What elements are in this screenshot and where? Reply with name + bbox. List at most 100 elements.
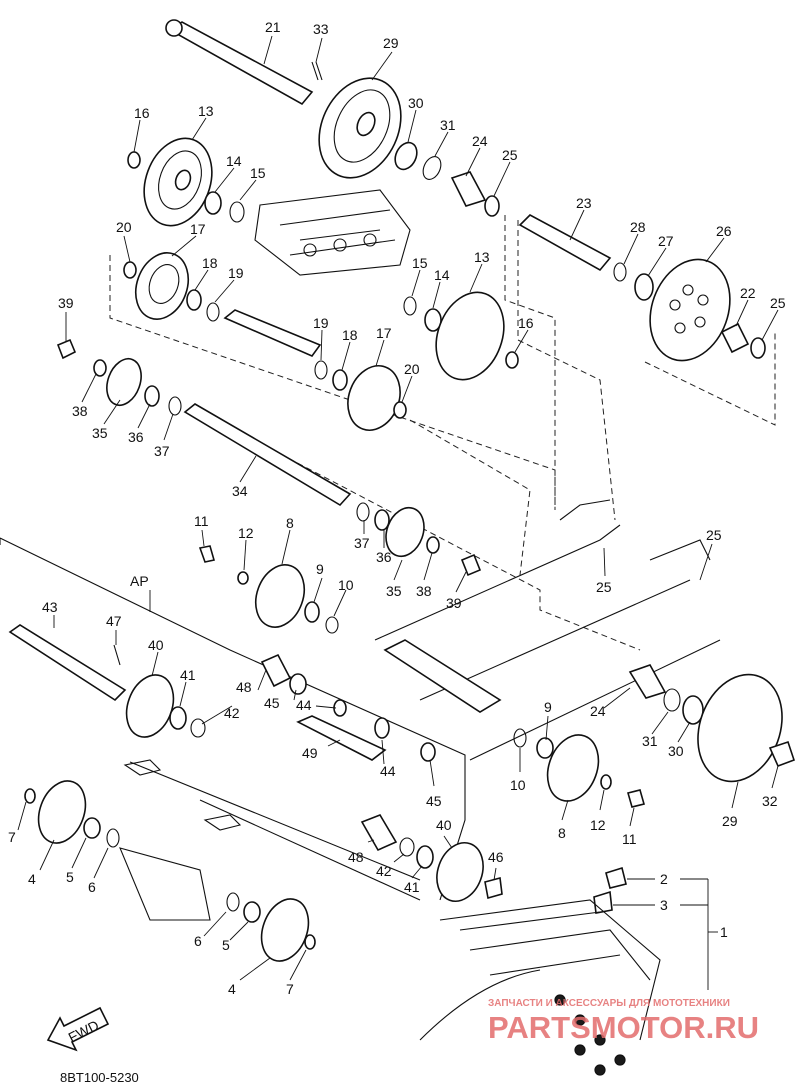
- callout-7b: 7: [286, 981, 294, 997]
- axle-nut-end: [165, 19, 183, 37]
- callout-39b: 39: [446, 595, 462, 611]
- diagram-code: 8BT100-5230: [60, 1070, 139, 1085]
- callout-17: 17: [190, 221, 206, 237]
- callout-49: 49: [302, 745, 318, 761]
- callout-23: 23: [576, 195, 592, 211]
- cross-shaft: [183, 403, 352, 507]
- wheel-8-lower: [513, 728, 645, 808]
- callout-18b: 18: [342, 327, 358, 343]
- callout-13: 13: [198, 103, 214, 119]
- callout-47: 47: [106, 613, 122, 629]
- callout-22: 22: [740, 285, 756, 301]
- callout-35b: 35: [386, 583, 402, 599]
- small-wheel: [134, 252, 190, 320]
- callout-5b: 5: [222, 937, 230, 953]
- callout-25b: 25: [770, 295, 786, 311]
- callout-20b: 20: [404, 361, 420, 377]
- callout-44b: 44: [380, 763, 396, 779]
- callout-28: 28: [630, 219, 646, 235]
- callout-13b: 13: [474, 249, 490, 265]
- idler-wheel-large: [697, 673, 783, 783]
- callout-6b: 6: [194, 933, 202, 949]
- callout-48: 48: [236, 679, 252, 695]
- wheel-17-middle: [314, 360, 407, 431]
- callout-42b: 42: [376, 863, 392, 879]
- callout-17b: 17: [376, 325, 392, 341]
- collars-group: [260, 653, 436, 762]
- rear-right-wheel-group: [518, 214, 766, 362]
- callout-14: 14: [226, 153, 242, 169]
- callout-45b: 45: [426, 793, 442, 809]
- callout-15: 15: [250, 165, 266, 181]
- callout-10: 10: [338, 577, 354, 593]
- callout-24: 24: [472, 133, 488, 149]
- callout-41b: 41: [404, 879, 420, 895]
- callout-31: 31: [440, 117, 456, 133]
- callout-35: 35: [92, 425, 108, 441]
- callout-46: 46: [488, 849, 504, 865]
- lower-right-wheel-group: [628, 664, 796, 783]
- idler-wheel: [435, 291, 505, 381]
- callout-39: 39: [58, 295, 74, 311]
- callout-25: 25: [502, 147, 518, 163]
- bearing: [394, 141, 418, 171]
- callout-27: 27: [658, 233, 674, 249]
- callout-30: 30: [408, 95, 424, 111]
- upper-rear-axle-group: [165, 19, 500, 217]
- callout-45: 45: [264, 695, 280, 711]
- callout-20: 20: [116, 219, 132, 235]
- callout-40b: 40: [436, 817, 452, 833]
- callout-8: 8: [286, 515, 294, 531]
- callout-11b: 11: [622, 831, 637, 847]
- callout-9b: 9: [544, 699, 552, 715]
- lower-left-wheel-group: [24, 780, 316, 962]
- callout-12: 12: [238, 525, 254, 541]
- callout-41: 41: [180, 667, 196, 683]
- callout-19b: 19: [313, 315, 329, 331]
- callout-36: 36: [128, 429, 144, 445]
- callout-9: 9: [316, 561, 324, 577]
- slide-rail-frame: [0, 499, 721, 901]
- watermark: ЗАПЧАСТИ И АКСЕССУАРЫ ДЛЯ МОТОТЕХНИКИ PA…: [488, 998, 759, 1045]
- lower-rear-wheel-group: [360, 814, 503, 902]
- upper-left-wheel-set: [127, 137, 245, 227]
- callout-43: 43: [42, 599, 58, 615]
- washer: [484, 195, 500, 217]
- callout-25d: 25: [706, 527, 722, 543]
- callout-44: 44: [296, 697, 312, 713]
- callout-25c: 25: [596, 579, 612, 595]
- rear-axle-shaft: [168, 21, 314, 106]
- callout-37: 37: [154, 443, 170, 459]
- cotter-pin: [311, 61, 323, 81]
- callout-10b: 10: [510, 777, 526, 793]
- collar: [450, 171, 487, 207]
- callout-5: 5: [66, 869, 74, 885]
- callout-18: 18: [202, 255, 218, 271]
- callout-19: 19: [228, 265, 244, 281]
- callout-38b: 38: [416, 583, 432, 599]
- callout-14b: 14: [434, 267, 450, 283]
- watermark-site: PARTSMOTOR.RU: [488, 1010, 759, 1045]
- callout-48b: 48: [348, 849, 364, 865]
- callout-34: 34: [232, 483, 248, 499]
- cross-shaft-group: [56, 338, 482, 577]
- fwd-label: FWD: [66, 1017, 102, 1046]
- wheel-8-upper: [198, 545, 339, 634]
- bearing: [204, 191, 222, 215]
- callout-12b: 12: [590, 817, 606, 833]
- callout-11: 11: [194, 513, 209, 529]
- callout-4b: 4: [228, 981, 236, 997]
- wheel-shaft: [223, 309, 322, 357]
- small-wheel: [347, 365, 401, 431]
- wheel-17-left: [123, 252, 220, 322]
- circlip: [422, 156, 442, 180]
- callout-7: 7: [8, 829, 16, 845]
- ap-label: AP: [130, 573, 149, 589]
- callout-24b: 24: [590, 703, 606, 719]
- wheel: [254, 564, 306, 628]
- callout-37b: 37: [354, 535, 370, 551]
- callout-29b: 29: [722, 813, 738, 829]
- shaft: [518, 214, 612, 272]
- callout-labels: 21 33 29 30 31 24 25 16 13 14 15 20 17 1…: [8, 19, 786, 997]
- callout-2: 2: [660, 871, 668, 887]
